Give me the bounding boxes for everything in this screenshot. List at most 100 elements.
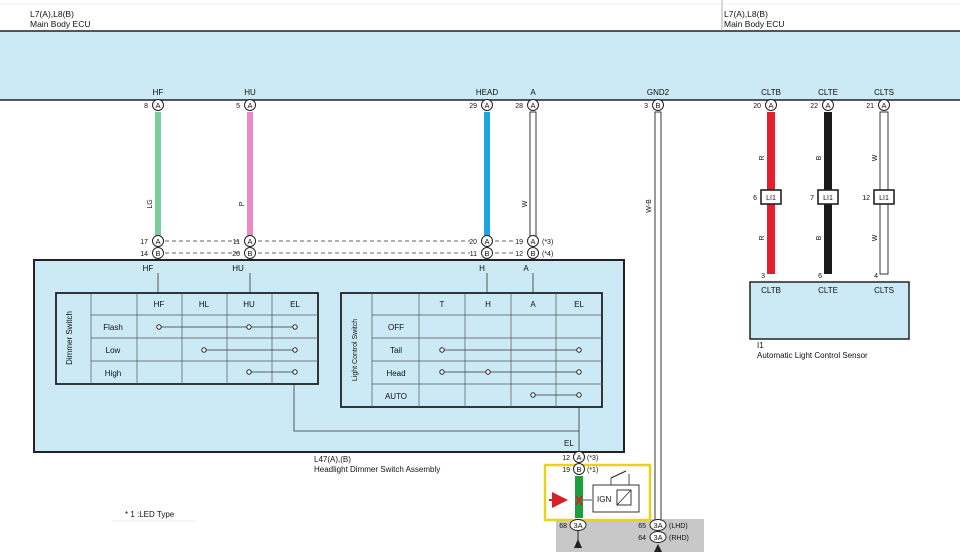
wire-label-r-bottom: R [759,235,766,240]
svg-text:3A: 3A [653,521,662,530]
svg-text:6: 6 [753,195,757,202]
wire-label-a: W [522,200,529,207]
svg-text:22: 22 [810,103,818,110]
svg-text:19: 19 [562,467,570,474]
switch-pin-a-head: 20 A [469,235,493,247]
sensor-terminal-clte: CLTE [818,286,838,295]
ecu-signal-hf: HF [153,88,164,97]
svg-text:A: A [155,237,160,246]
assembly-code: L47(A),(B) [314,455,351,464]
svg-text:14: 14 [140,251,148,258]
wire-label-r-top: R [759,155,766,160]
light-continuity-auto [530,392,582,398]
sensor-pin-clts: 4 [874,273,878,280]
wire-clts-bottom [879,203,889,275]
ecu-signal-clts: CLTS [874,88,894,97]
ign-pin-68: 68 3A [559,519,587,531]
light-control-sensor [749,281,910,340]
svg-text:B: B [247,249,252,258]
wire-lg [155,112,161,236]
ecu-signal-head: HEAD [476,88,498,97]
switch-pin-b-hf: 14 B [140,247,164,259]
svg-text:7: 7 [810,195,814,202]
wire-cltb-top [767,112,775,190]
svg-text:17: 17 [140,239,148,246]
dimmer-continuity-high [246,369,298,375]
svg-text:A: A [881,101,886,110]
ecu-signal-gnd2: GND2 [647,88,670,97]
wire-head [484,112,490,236]
assembly-terminal-a: A [523,264,529,273]
light-row-tail: Tail [390,346,402,355]
el-pin-a: 12 A (*3) [562,451,598,463]
sensor-pin-cltb: 3 [761,273,765,280]
svg-text:A: A [484,237,489,246]
note-4: (*4) [542,251,553,258]
el-pin-b: 19 B (*1) [562,463,598,475]
wire-label-gnd: W-B [646,199,653,213]
ecu-right-code: L7(A),L8(B) [724,9,768,19]
svg-text:68: 68 [559,523,567,530]
svg-text:B: B [484,249,489,258]
svg-text:8: 8 [144,103,148,110]
light-col-t: T [440,300,445,309]
svg-text:65: 65 [638,523,646,530]
ign-label: IGN [597,495,611,504]
light-row-off: OFF [388,323,404,332]
svg-text:11: 11 [233,239,240,246]
sensor-terminal-clts: CLTS [874,286,894,295]
wire-label-w-bottom: W [872,234,879,241]
svg-text:3A: 3A [653,533,662,542]
ecu-signal-a: A [530,88,536,97]
svg-text:12: 12 [562,455,570,462]
light-control-switch-table: Light Control Switch T H A EL OFF Tail H… [340,292,603,408]
ecu-left-name: Main Body ECU [30,19,90,29]
note-3: (*3) [542,239,553,246]
svg-text:12: 12 [515,251,523,258]
light-row-head: Head [386,369,405,378]
assembly-terminal-hf: HF [143,264,154,273]
svg-text:A: A [155,101,160,110]
ecu-pin-hu: 5 A [236,99,256,111]
ign-x-mark: X [575,493,584,508]
light-row-auto: AUTO [385,392,407,401]
ecu-signal-hu: HU [244,88,256,97]
wire-gnd [654,111,662,521]
dimmer-side-label: Dimmer Switch [65,311,74,365]
ign-green-wire [575,476,583,518]
svg-text:A: A [768,101,773,110]
dimmer-switch-table: Dimmer Switch HF HL HU EL Flash Low High [55,292,319,385]
sensor-code: I1 [757,341,764,350]
switch-pin-b-head: 11 B [470,247,493,259]
wire-label-w-top: W [872,154,879,161]
footnote: * 1 :LED Type [125,510,175,519]
svg-text:A: A [247,101,252,110]
svg-text:A: A [576,453,581,462]
svg-text:(LHD): (LHD) [669,523,688,530]
svg-text:B: B [655,101,660,110]
svg-text:28: 28 [515,103,523,110]
svg-text:(RHD): (RHD) [669,535,689,542]
svg-text:20: 20 [469,239,477,246]
dimmer-col-hu: HU [243,300,255,309]
sensor-pin-clte: 6 [818,273,822,280]
sensor-terminal-cltb: CLTB [761,286,781,295]
assembly-el-label: EL [564,439,574,448]
wire-label-p: P [239,201,246,206]
light-side-label: Light Control Switch [352,319,359,381]
svg-text:64: 64 [638,535,646,542]
junction-li1-6: 6 LI1 [753,189,782,205]
ecu-pin-head: 29 A [469,99,493,111]
ecu-pin-clts: 21 A [866,99,890,111]
svg-text:LI1: LI1 [879,195,889,202]
svg-text:A: A [825,101,830,110]
ecu-pin-clte: 22 A [810,99,834,111]
assembly-terminal-h: H [479,264,485,273]
gnd-pin-64: 64 3A (RHD) [638,531,689,543]
ign-relay-icon [583,470,640,513]
wire-clte-top [824,112,832,190]
ign-highlight-box [543,463,652,522]
sensor-name: Automatic Light Control Sensor [757,351,868,360]
svg-text:12: 12 [862,195,870,202]
